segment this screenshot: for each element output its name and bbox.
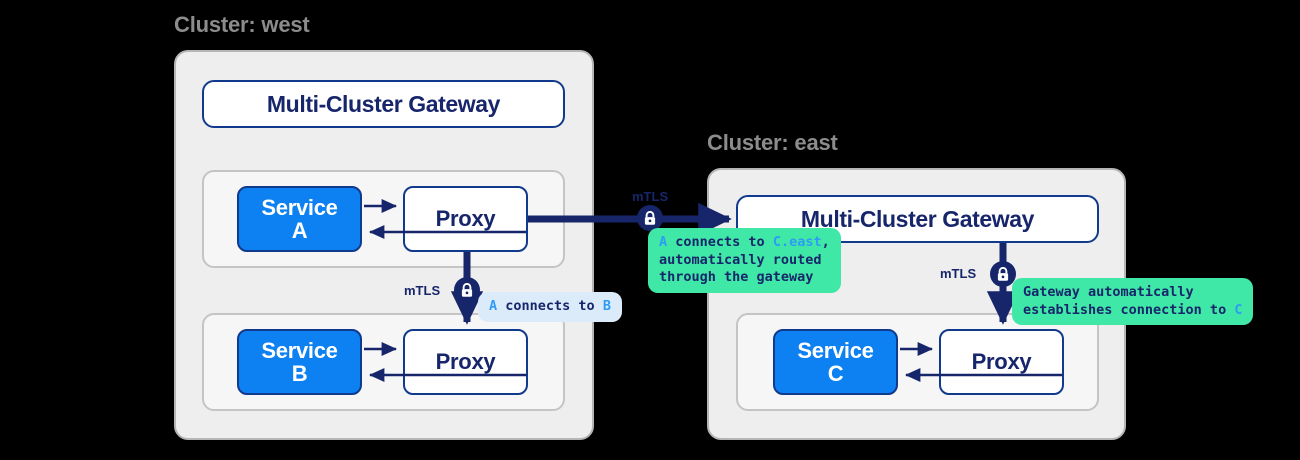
gateway-west[interactable]: Multi-Cluster Gateway [202,80,565,128]
service-c-name: Service [797,337,874,363]
service-b-name: Service [261,337,338,363]
lock-icon [990,261,1016,287]
service-a-id: A [291,218,308,243]
cluster-west-title: Cluster: west [174,12,310,37]
mtls-label-a-to-b: mTLS [404,283,441,298]
proxy-c-box[interactable]: Proxy [939,329,1064,395]
service-b-id: B [291,361,308,386]
lock-icon [454,277,480,303]
proxy-a-box[interactable]: Proxy [403,186,528,252]
callout-gateway-establishes-connection: Gateway automatically establishes connec… [1012,278,1254,326]
service-c-id: C [827,361,844,386]
service-a-name: Service [261,194,338,220]
service-b-box[interactable]: Service B [237,329,362,395]
callout-a-connects-to-b: A connects to B [478,292,622,322]
service-c-box[interactable]: Service C [773,329,898,395]
callout-routed-through-gateway: A connects to C.east, automatically rout… [648,228,841,293]
mtls-label-cross-cluster: mTLS [632,189,669,204]
lock-icon [637,205,663,231]
proxy-b-box[interactable]: Proxy [403,329,528,395]
service-a-box[interactable]: Service A [237,186,362,252]
cluster-east-title: Cluster: east [707,130,838,155]
mtls-label-gateway-to-c: mTLS [940,266,977,281]
